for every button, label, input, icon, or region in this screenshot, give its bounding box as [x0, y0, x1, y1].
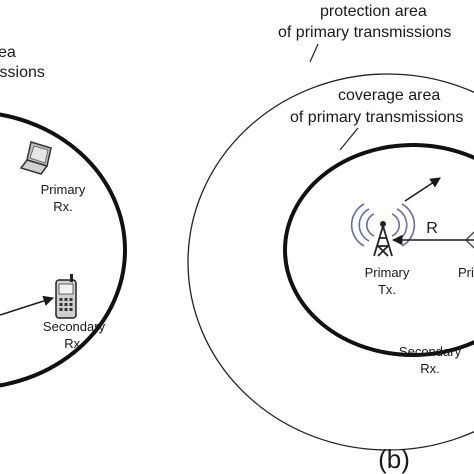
left-primary-rx-line1: Primary: [41, 182, 86, 197]
protection-label-leader: [309, 43, 319, 63]
radio-tower-icon: [350, 203, 416, 257]
protection-area-label-line2: of primary transmissions: [278, 24, 451, 41]
left-coverage-circle: [0, 112, 127, 388]
primary-rx-partial-icon: [465, 231, 474, 249]
right-panel: protection area of primary transmissions…: [187, 3, 474, 474]
protection-area-label-line1: protection area: [320, 3, 427, 20]
right-secondary-rx-line1: Secondary: [399, 344, 462, 359]
left-panel: ea issions Primary Rx. Secondary Rx.: [0, 44, 127, 388]
left-secondary-rx-line1: Secondary: [43, 319, 106, 334]
left-primary-rx-line2: Rx.: [53, 199, 73, 214]
coverage-label-leader: [339, 127, 359, 151]
radius-label: R: [426, 220, 438, 237]
motion-arrow: [404, 177, 441, 202]
mobile-phone-icon: [55, 274, 77, 319]
left-area-label-line2: issions: [0, 64, 45, 81]
coverage-area-label-line2: of primary transmissions: [290, 109, 463, 126]
right-secondary-rx-line2: Rx.: [420, 361, 440, 376]
left-area-label-line1: ea: [0, 44, 16, 61]
left-link-arrow: [0, 295, 54, 316]
primary-rx-partial-label: Pri: [458, 265, 474, 280]
coverage-area-circle: [283, 143, 474, 357]
protection-area-circle: [187, 73, 474, 451]
primary-tx-line2: Tx.: [378, 282, 396, 297]
panel-label-b: (b): [378, 444, 410, 474]
coverage-area-label-line1: coverage area: [338, 87, 440, 104]
left-secondary-rx-line2: Rx.: [64, 336, 84, 351]
primary-tx-line1: Primary: [365, 265, 410, 280]
laptop-icon: [19, 141, 52, 175]
